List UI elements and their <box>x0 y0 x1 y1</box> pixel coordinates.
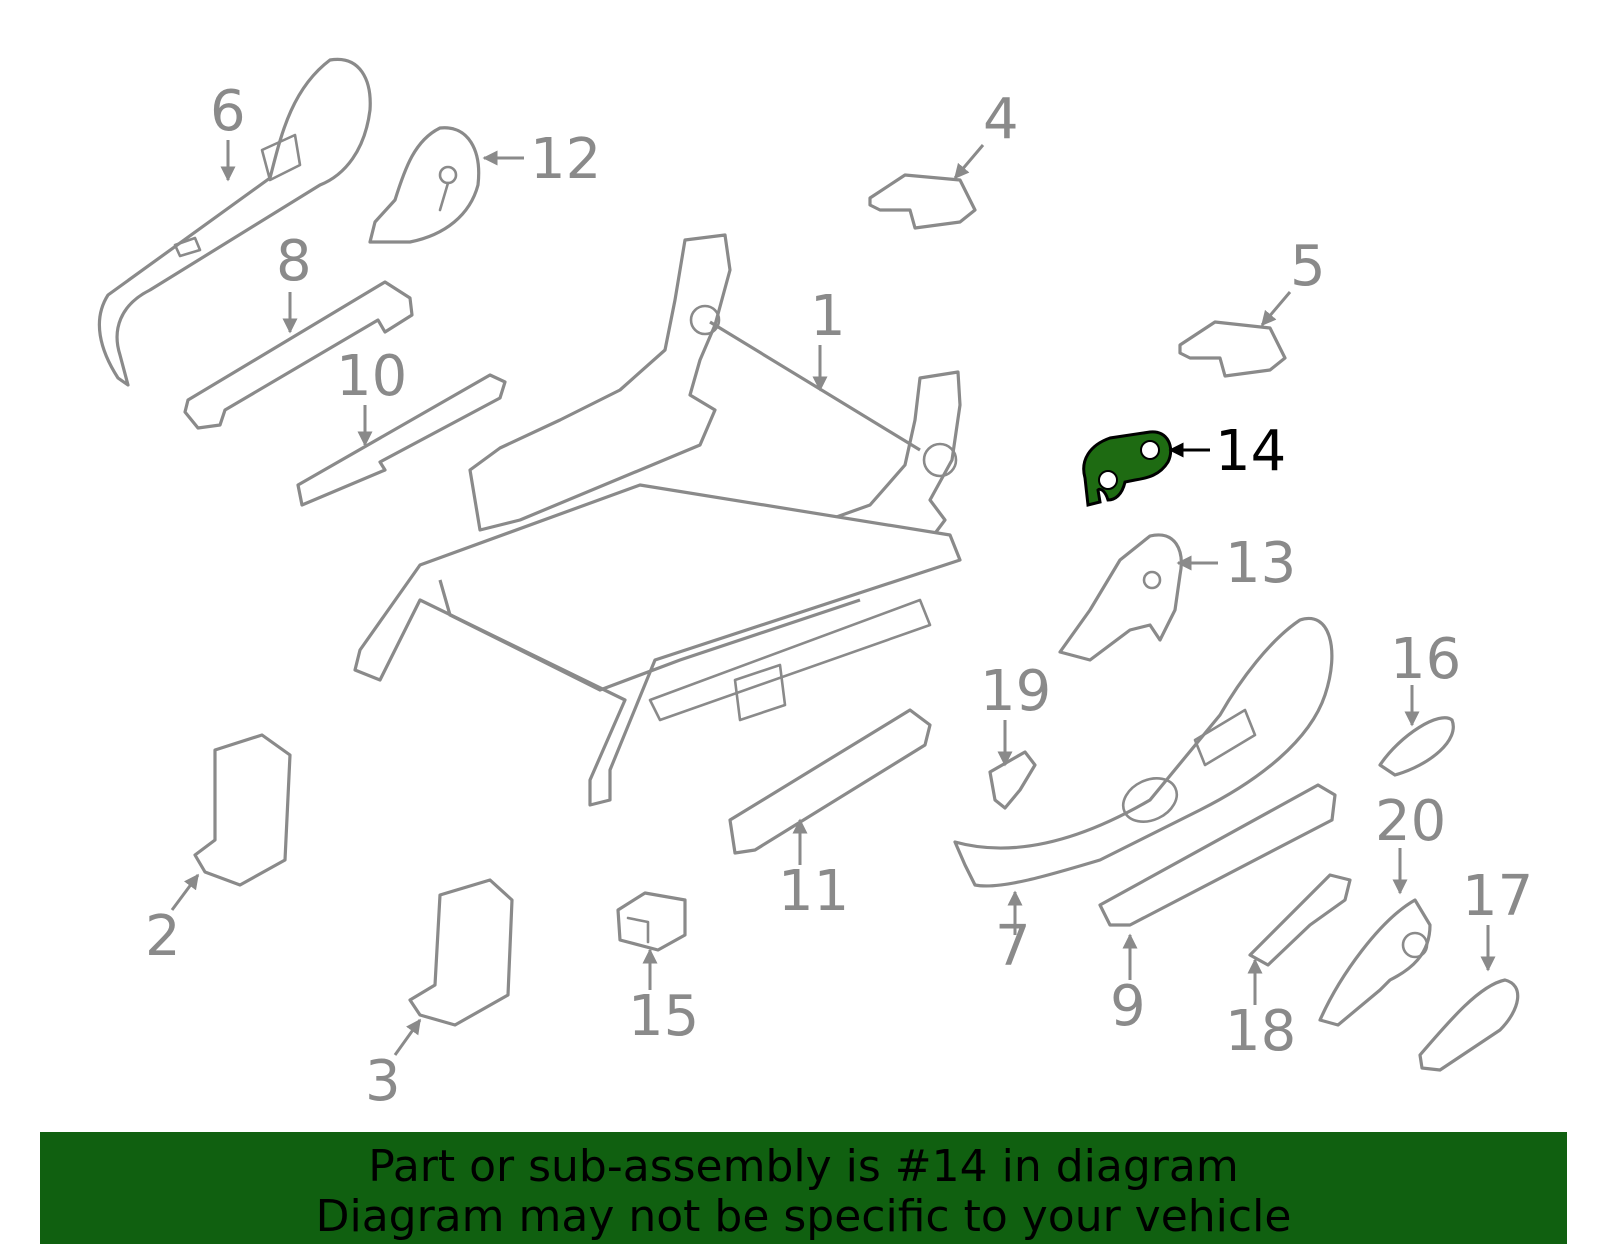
part-20-lever <box>1318 898 1432 1027</box>
callout-7: 7 <box>995 890 1031 979</box>
callout-3: 3 <box>365 1018 422 1114</box>
svg-text:10: 10 <box>336 344 407 409</box>
svg-text:11: 11 <box>778 859 849 924</box>
part-17-handle <box>1418 978 1520 1072</box>
part-16-cap <box>1378 716 1455 777</box>
part-19-clip <box>988 750 1037 810</box>
svg-text:19: 19 <box>980 659 1051 724</box>
callout-14: 14 <box>1168 419 1286 484</box>
part-6-side-shield <box>97 57 372 387</box>
part-12-cover <box>368 126 481 244</box>
callout-2: 2 <box>145 873 200 969</box>
svg-text:1: 1 <box>810 284 846 349</box>
part-11-trim-panel <box>728 708 932 855</box>
part-10-trim-strip <box>296 373 507 507</box>
callout-17: 17 <box>1462 864 1533 972</box>
part-13-cover <box>1058 533 1183 662</box>
svg-text:14: 14 <box>1215 419 1286 484</box>
svg-text:12: 12 <box>530 127 601 192</box>
part-3-cover <box>408 878 514 1027</box>
banner-line-1: Part or sub-assembly is #14 in diagram <box>368 1141 1239 1192</box>
callout-4: 4 <box>953 87 1019 180</box>
part-18-handle <box>1248 873 1352 967</box>
part-14-highlighted <box>1082 430 1173 507</box>
part-9-trim-strip <box>1098 783 1337 927</box>
part-7-outer-shield <box>953 616 1334 888</box>
callout-11: 11 <box>778 818 849 924</box>
callout-13: 13 <box>1176 531 1296 596</box>
part-8-trim-strip <box>183 280 414 430</box>
svg-text:15: 15 <box>628 984 699 1049</box>
svg-text:5: 5 <box>1290 234 1326 299</box>
part-4-bracket <box>868 173 977 230</box>
svg-text:16: 16 <box>1390 627 1461 692</box>
callout-8: 8 <box>276 229 312 334</box>
svg-text:8: 8 <box>276 229 312 294</box>
svg-text:18: 18 <box>1225 999 1296 1064</box>
callout-12: 12 <box>482 127 601 192</box>
callout-20: 20 <box>1375 789 1446 895</box>
part-1-seat-frame <box>353 233 962 807</box>
callout-6: 6 <box>210 79 246 182</box>
callout-18: 18 <box>1225 958 1296 1064</box>
info-banner: Part or sub-assembly is #14 in diagram D… <box>40 1132 1567 1244</box>
banner-line-2: Diagram may not be specific to your vehi… <box>315 1191 1292 1242</box>
svg-text:17: 17 <box>1462 864 1533 929</box>
part-15-plug <box>616 891 687 952</box>
svg-text:4: 4 <box>983 87 1019 152</box>
svg-text:2: 2 <box>145 904 181 969</box>
svg-text:7: 7 <box>995 914 1031 979</box>
svg-text:6: 6 <box>210 79 246 144</box>
callout-5: 5 <box>1260 234 1326 327</box>
part-2-cover <box>193 733 292 887</box>
callout-16: 16 <box>1390 627 1461 727</box>
svg-text:3: 3 <box>365 1049 401 1114</box>
svg-text:9: 9 <box>1110 974 1146 1039</box>
callout-15: 15 <box>628 948 699 1049</box>
callout-10: 10 <box>336 344 407 447</box>
svg-text:13: 13 <box>1225 531 1296 596</box>
svg-text:20: 20 <box>1375 789 1446 854</box>
callout-9: 9 <box>1110 933 1146 1039</box>
callout-1: 1 <box>810 284 846 392</box>
callout-19: 19 <box>980 659 1051 767</box>
part-5-bracket <box>1178 320 1287 378</box>
